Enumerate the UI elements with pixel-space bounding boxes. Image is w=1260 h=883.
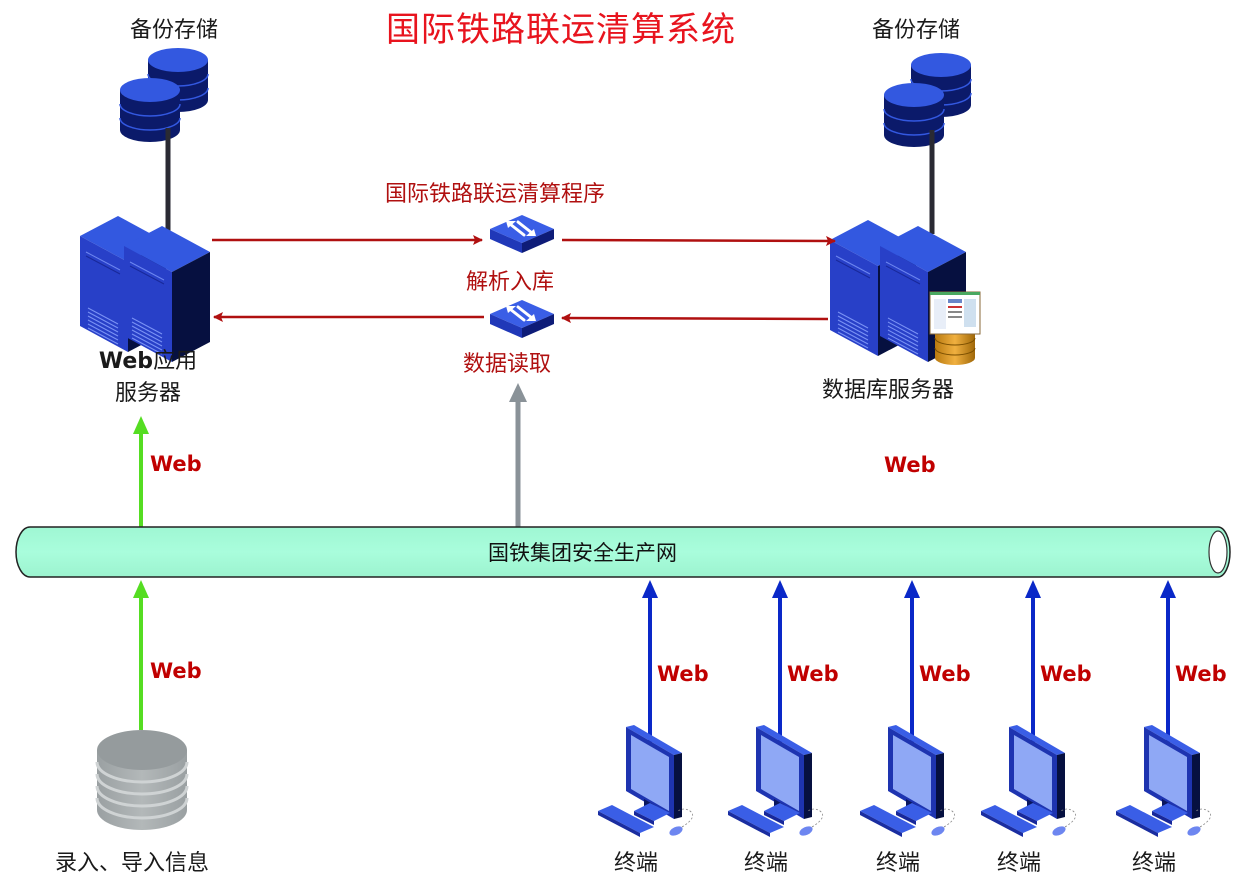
terminal-1 — [597, 580, 694, 838]
terminal-2 — [727, 580, 824, 838]
web-server-label-rest: 应用 — [153, 349, 198, 374]
input-database-icon — [95, 730, 189, 830]
right-backup-storage-label: 备份存储 — [872, 18, 961, 43]
computer-terminal-icon — [597, 724, 694, 838]
terminal-web-label: Web — [1175, 662, 1227, 686]
switch-parse-icon — [488, 213, 556, 255]
network-pipe — [15, 526, 1231, 578]
server-uplink-arrow — [133, 416, 149, 527]
diagram-title: 国际铁路联运清算系统 — [386, 10, 736, 50]
web-server-label-bold: Web — [98, 349, 154, 374]
web-server-icon — [79, 215, 211, 363]
db-server-icon — [829, 219, 981, 365]
terminal-uplink-arrowhead — [1160, 580, 1176, 598]
server-link-web-label: Web — [150, 452, 202, 476]
terminal-web-label: Web — [787, 662, 839, 686]
web-server-label-line2: 服务器 — [114, 381, 181, 406]
terminal-uplink-arrowhead — [904, 580, 920, 598]
switch-read-icon — [488, 298, 556, 340]
input-uplink-arrow — [133, 580, 149, 730]
db-server-label: 数据库服务器 — [822, 378, 955, 403]
switch-parse-label: 解析入库 — [466, 270, 555, 295]
terminal-web-label: Web — [919, 662, 971, 686]
left-backup-storage-icon — [119, 47, 209, 143]
terminal-label: 终端 — [614, 851, 659, 876]
switch-read-label: 数据读取 — [463, 352, 552, 377]
computer-terminal-icon — [1115, 724, 1212, 838]
network-label: 国铁集团安全生产网 — [488, 541, 677, 565]
web-page-thumbnail-icon — [929, 291, 981, 335]
terminal-4 — [980, 580, 1077, 838]
terminal-web-label: Web — [657, 662, 709, 686]
parse-to-db-arrow — [561, 235, 836, 246]
read-uplink-arrow — [509, 383, 527, 527]
floating-web-label: Web — [884, 453, 936, 477]
terminal-label: 终端 — [997, 851, 1042, 876]
input-link-web-label: Web — [150, 659, 202, 683]
terminal-uplink-arrowhead — [1025, 580, 1041, 598]
terminal-uplink-arrowhead — [642, 580, 658, 598]
terminal-3 — [859, 580, 956, 838]
web-server-label: Web应用 服务器 — [88, 346, 208, 410]
program-label: 国际铁路联运清算程序 — [385, 182, 606, 207]
computer-terminal-icon — [980, 724, 1077, 838]
input-source-label: 录入、导入信息 — [55, 851, 210, 876]
terminal-5 — [1115, 580, 1212, 838]
terminal-label: 终端 — [876, 851, 921, 876]
right-backup-storage-icon — [883, 52, 972, 148]
data-flow-arrows — [212, 235, 836, 324]
terminal-uplink-arrowhead — [772, 580, 788, 598]
left-backup-storage-label: 备份存储 — [130, 18, 219, 43]
terminal-label: 终端 — [1132, 851, 1177, 876]
terminals-group — [597, 580, 1212, 838]
terminal-web-label: Web — [1040, 662, 1092, 686]
computer-terminal-icon — [727, 724, 824, 838]
db-to-read-arrow — [561, 313, 829, 324]
computer-terminal-icon — [859, 724, 956, 838]
terminal-label: 终端 — [744, 851, 789, 876]
